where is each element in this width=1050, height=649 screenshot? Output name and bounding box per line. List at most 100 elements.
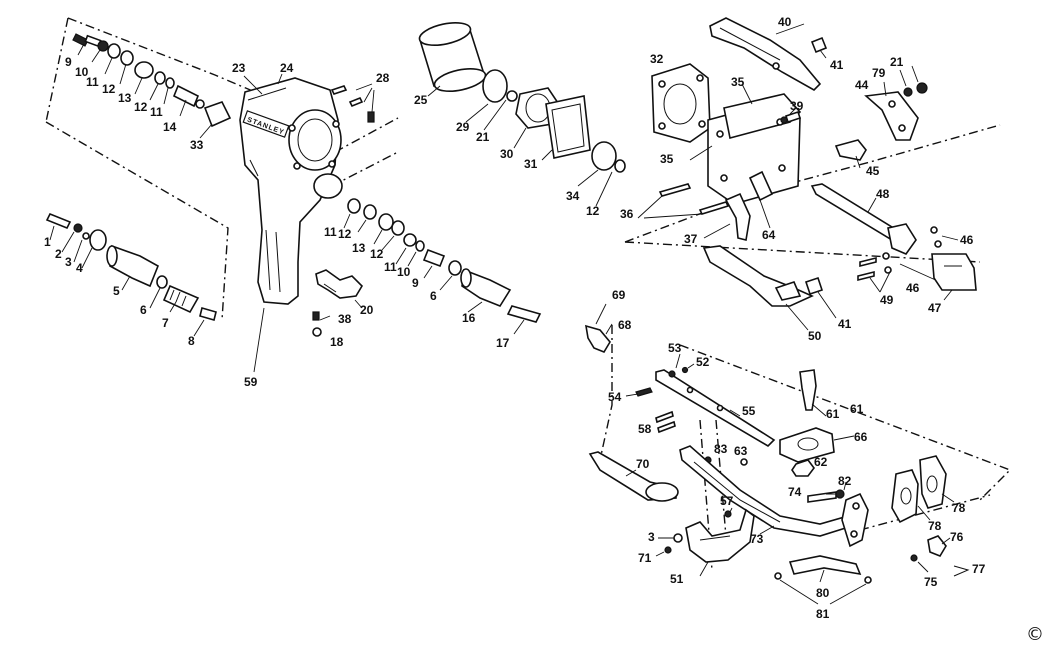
part-label: 28 [376, 71, 390, 85]
part-label: 80 [816, 586, 830, 600]
part-label: 79 [872, 66, 886, 80]
part-label: 46 [960, 233, 974, 247]
part-label: 59 [244, 375, 258, 389]
part-label: 71 [638, 551, 652, 565]
part-label: 11 [150, 105, 163, 119]
part-label: 46 [906, 281, 920, 295]
part-label: 48 [876, 187, 890, 201]
part-label: 13 [352, 241, 366, 255]
part-label: 32 [650, 52, 664, 66]
part-label: 6 [140, 303, 147, 317]
part-label: 4 [76, 261, 83, 275]
part-label: 16 [462, 311, 476, 325]
part-label: 36 [620, 207, 634, 221]
leader-59 [253, 307, 265, 373]
part-label: 13 [118, 91, 132, 105]
part-label: 70 [636, 457, 650, 471]
part-label: 33 [190, 138, 204, 152]
part-label: 74 [788, 485, 802, 499]
anvil-parts-chain [45, 212, 217, 337]
wrench-housing: STANLEY [239, 77, 343, 305]
part-label: 5 [113, 284, 120, 298]
part-label: 61 [850, 402, 864, 416]
part-label: 63 [734, 444, 748, 458]
part-label: 45 [866, 164, 880, 178]
part-label: 20 [360, 303, 374, 317]
part-label: 75 [924, 575, 938, 589]
part-label: 41 [830, 58, 844, 72]
part-label: 73 [750, 532, 764, 546]
part-label: 23 [232, 61, 246, 75]
part-label: 35 [660, 152, 674, 166]
part-label: 51 [670, 572, 684, 586]
part-label: 2 [55, 247, 62, 261]
leader-23-24 [243, 73, 283, 95]
part-label: 31 [524, 157, 538, 171]
part-label: 7 [162, 316, 169, 330]
part-label: 14 [163, 120, 177, 134]
part-label: 8 [188, 334, 195, 348]
part-label: 77 [972, 562, 986, 576]
part-label: 69 [612, 288, 626, 302]
housing-pins [330, 83, 375, 123]
part-label: 40 [778, 15, 792, 29]
part-label: 58 [638, 422, 652, 436]
part-label: 30 [500, 147, 514, 161]
copyright-mark: © [1026, 624, 1044, 645]
part-label: 52 [696, 355, 710, 369]
part-label: 9 [65, 55, 72, 69]
part-label: 34 [566, 189, 580, 203]
part-label: 11 [324, 225, 337, 239]
handle-clip-parts [312, 269, 364, 337]
part-label: 37 [684, 232, 698, 246]
part-label: 81 [816, 607, 830, 621]
part-label: 55 [742, 404, 756, 418]
inlet-parts-chain [72, 33, 232, 139]
part-label: 3 [648, 530, 655, 544]
part-label: 76 [950, 530, 964, 544]
part-label: 39 [790, 99, 804, 113]
part-label: 25 [414, 93, 428, 107]
motor-parts-chain [343, 198, 542, 335]
part-label: 44 [855, 78, 869, 92]
part-label: 78 [928, 519, 942, 533]
part-label: 35 [731, 75, 745, 89]
part-label: 17 [496, 336, 510, 350]
part-label: 61 [826, 407, 840, 421]
part-label: 12 [370, 247, 384, 261]
part-label: 66 [854, 430, 868, 444]
part-label: 9 [412, 276, 419, 290]
part-label: 11 [384, 260, 397, 274]
part-label: 38 [338, 312, 352, 326]
part-label: 54 [608, 390, 622, 404]
frame-assembly [585, 303, 970, 605]
part-label: 50 [808, 329, 822, 343]
part-label: 64 [762, 228, 776, 242]
part-label: 10 [75, 65, 89, 79]
part-label: 11 [86, 75, 99, 89]
part-label: 47 [928, 301, 942, 315]
part-number-labels: 9 10 11 12 13 12 11 14 33 23 24 28 25 29… [44, 15, 986, 621]
part-label: 49 [880, 293, 894, 307]
part-label: 12 [102, 82, 116, 96]
part-label: 21 [476, 130, 490, 144]
guide-plate-assembly [637, 17, 977, 331]
part-label: 78 [952, 501, 966, 515]
part-label: 12 [134, 100, 148, 114]
part-label: 82 [838, 474, 852, 488]
part-label: 21 [890, 55, 904, 69]
part-label: 24 [280, 61, 294, 75]
part-label: 41 [838, 317, 852, 331]
part-label: 10 [397, 265, 411, 279]
part-label: 12 [338, 227, 352, 241]
part-label: 12 [586, 204, 600, 218]
part-label: 83 [714, 442, 728, 456]
part-label: 29 [456, 120, 470, 134]
part-label: 1 [44, 235, 51, 249]
cylinder-group [418, 22, 626, 207]
part-label: 6 [430, 289, 437, 303]
part-label: 3 [65, 255, 72, 269]
part-label: 68 [618, 318, 632, 332]
part-label: 62 [814, 455, 828, 469]
